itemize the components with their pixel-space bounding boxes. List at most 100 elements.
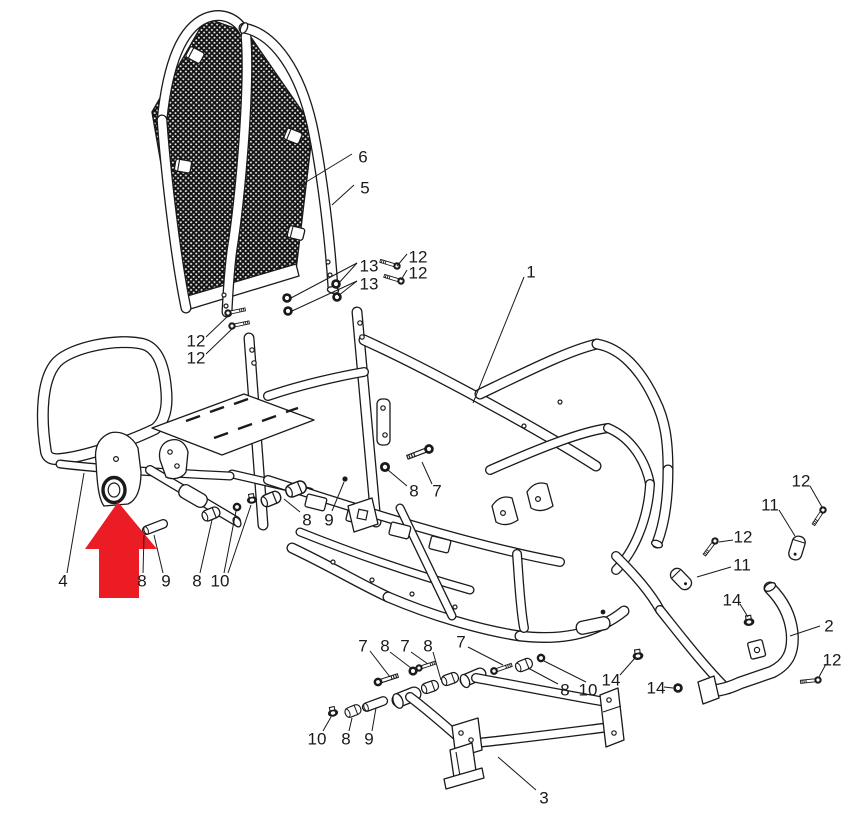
part-label-4-9: 4 (58, 571, 67, 590)
leader-line-2 (789, 625, 821, 637)
part-label-7-18: 7 (358, 636, 367, 655)
leader-line-7 (421, 461, 433, 485)
frame-cross-tube (264, 368, 368, 400)
part-label-12-34: 12 (792, 471, 811, 490)
part-label-10-13: 10 (211, 571, 230, 590)
part-label-12-32: 12 (823, 650, 842, 669)
pin-9 (140, 517, 170, 537)
frame-right-post (352, 307, 381, 527)
frame-bottom-left-rail (287, 543, 393, 602)
leader-line-8 (389, 651, 412, 669)
footrest-slots (185, 397, 299, 440)
mesh-frame-top-tube (157, 11, 251, 125)
frame-rear-lower-tube (656, 606, 730, 692)
leader-line-8 (199, 519, 213, 574)
part-label-8-28: 8 (341, 729, 350, 748)
leader-line-12 (809, 485, 823, 508)
leader-line-11 (778, 509, 796, 537)
part-label-8-23: 8 (560, 680, 569, 699)
leader-line-8 (142, 534, 145, 574)
part-label-1-8: 1 (526, 262, 535, 281)
swingarm-top-tube (472, 674, 616, 707)
part-label-5-1: 5 (360, 178, 369, 197)
leader-line-9 (153, 534, 164, 574)
leader-line-5 (331, 184, 355, 206)
leader-line-8 (348, 717, 353, 732)
pivot-sleeve (178, 483, 208, 509)
swingarm-rear-bracket (599, 687, 625, 748)
bushing-8 (513, 656, 535, 674)
leader-line-11 (696, 566, 732, 578)
part-label-6-0: 6 (358, 147, 367, 166)
highlight-arrow (85, 502, 157, 598)
grease-point (342, 476, 348, 482)
part-label-11-36: 11 (733, 555, 751, 574)
leader-line-13 (337, 280, 358, 297)
bushing-8 (199, 504, 223, 524)
bolt-12 (227, 318, 251, 331)
leader-line-6 (292, 153, 353, 191)
frame-top-rail (475, 339, 602, 399)
bushing-8 (419, 678, 441, 696)
leader-line-13 (337, 262, 358, 285)
tube-clip (173, 158, 193, 174)
pin-9 (360, 694, 390, 714)
bolt-12 (809, 504, 829, 528)
part-label-7-20: 7 (400, 636, 409, 655)
sleeve-11 (667, 565, 695, 593)
part-label-9-15: 9 (324, 510, 333, 529)
frame-lower-inner-rail (296, 528, 474, 594)
bolt-12 (382, 271, 407, 287)
part-label-12-6: 12 (187, 331, 206, 350)
main-frame (227, 306, 732, 695)
rear-bumper-tube (700, 582, 798, 696)
leader-line-10 (322, 716, 332, 732)
leader-line-10 (223, 510, 237, 574)
pivot-hole-highlight-target (101, 475, 127, 505)
leader-line-8 (432, 651, 442, 681)
leader-line-10 (227, 504, 252, 574)
part-label-3-30: 3 (539, 788, 548, 807)
part-label-9-11: 9 (161, 571, 170, 590)
leader-line-14 (619, 657, 636, 676)
leader-line-12 (718, 539, 734, 543)
leader-line-7 (410, 651, 429, 665)
leader-line-13 (290, 262, 358, 299)
part-label-14-26: 14 (647, 678, 666, 697)
leader-line-9 (371, 707, 377, 732)
mesh-frame-left-tube (157, 115, 191, 313)
bolt-7 (405, 442, 436, 463)
leader-line-3 (497, 756, 537, 791)
part-label-13-3: 13 (360, 274, 379, 293)
part-label-12-35: 12 (734, 527, 753, 546)
leader-line-4 (66, 472, 85, 574)
part-label-12-4: 12 (409, 247, 428, 266)
leader-line-12 (205, 326, 235, 355)
seat-back-assembly (151, 10, 340, 318)
part-label-11-33: 11 (761, 495, 779, 514)
leader-line-12 (818, 663, 827, 678)
footrest-plate (151, 393, 315, 456)
bumper-end-plate (697, 675, 720, 705)
leader-line-7 (467, 646, 504, 666)
leader-line-7 (369, 650, 391, 678)
part-label-8-19: 8 (380, 636, 389, 655)
part-label-7-22: 7 (456, 632, 465, 651)
bolt-12 (799, 675, 823, 686)
support-tube-part5 (239, 23, 338, 293)
frame-rear-tube (612, 552, 664, 614)
leader-line-13 (291, 280, 358, 312)
part-label-9-29: 9 (364, 729, 373, 748)
nut-10 (326, 705, 340, 719)
part-label-8-21: 8 (423, 636, 432, 655)
frame-bottom-rail (383, 592, 525, 641)
leader-line-1 (472, 276, 525, 404)
bushing-8 (343, 702, 363, 720)
nut-14 (742, 614, 756, 628)
rear-bumper-assembly (631, 504, 829, 705)
frame-sleeve (575, 616, 611, 635)
bolt-7 (371, 670, 400, 689)
swingarm-bottom-tube (462, 722, 622, 748)
swing-arm (391, 667, 625, 790)
